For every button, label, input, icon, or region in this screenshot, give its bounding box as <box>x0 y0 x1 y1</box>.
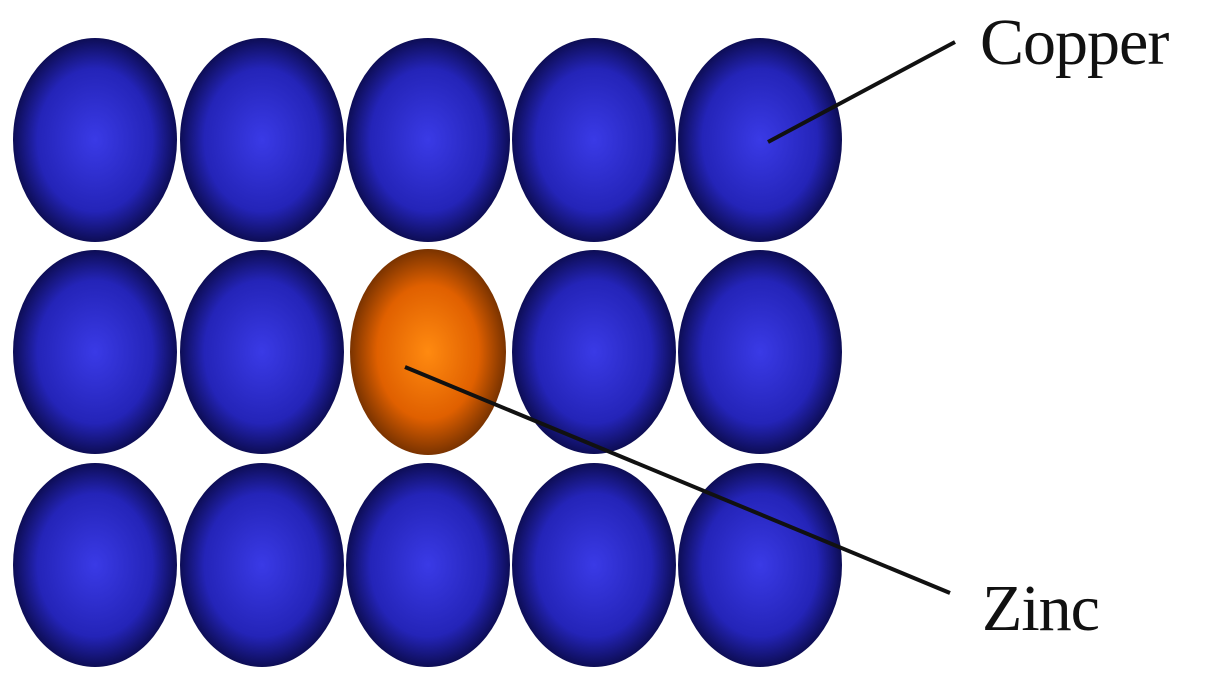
zinc-atom <box>350 249 506 455</box>
copper-atom <box>346 38 510 242</box>
zinc-label: Zinc <box>982 572 1100 645</box>
copper-atom <box>678 250 842 454</box>
atom-grid <box>13 38 842 667</box>
copper-atom <box>180 463 344 667</box>
zinc-leader-line <box>404 365 951 595</box>
copper-atom <box>512 463 676 667</box>
copper-atom <box>512 250 676 454</box>
copper-atom <box>13 463 177 667</box>
copper-atom <box>13 250 177 454</box>
copper-atom <box>678 38 842 242</box>
copper-atom <box>180 38 344 242</box>
copper-label: Copper <box>980 6 1169 79</box>
copper-atom <box>13 38 177 242</box>
leader-lines <box>404 40 956 595</box>
copper-atom <box>512 38 676 242</box>
copper-atom <box>180 250 344 454</box>
copper-atom <box>678 463 842 667</box>
copper-leader-line <box>767 40 956 144</box>
copper-atom <box>346 463 510 667</box>
